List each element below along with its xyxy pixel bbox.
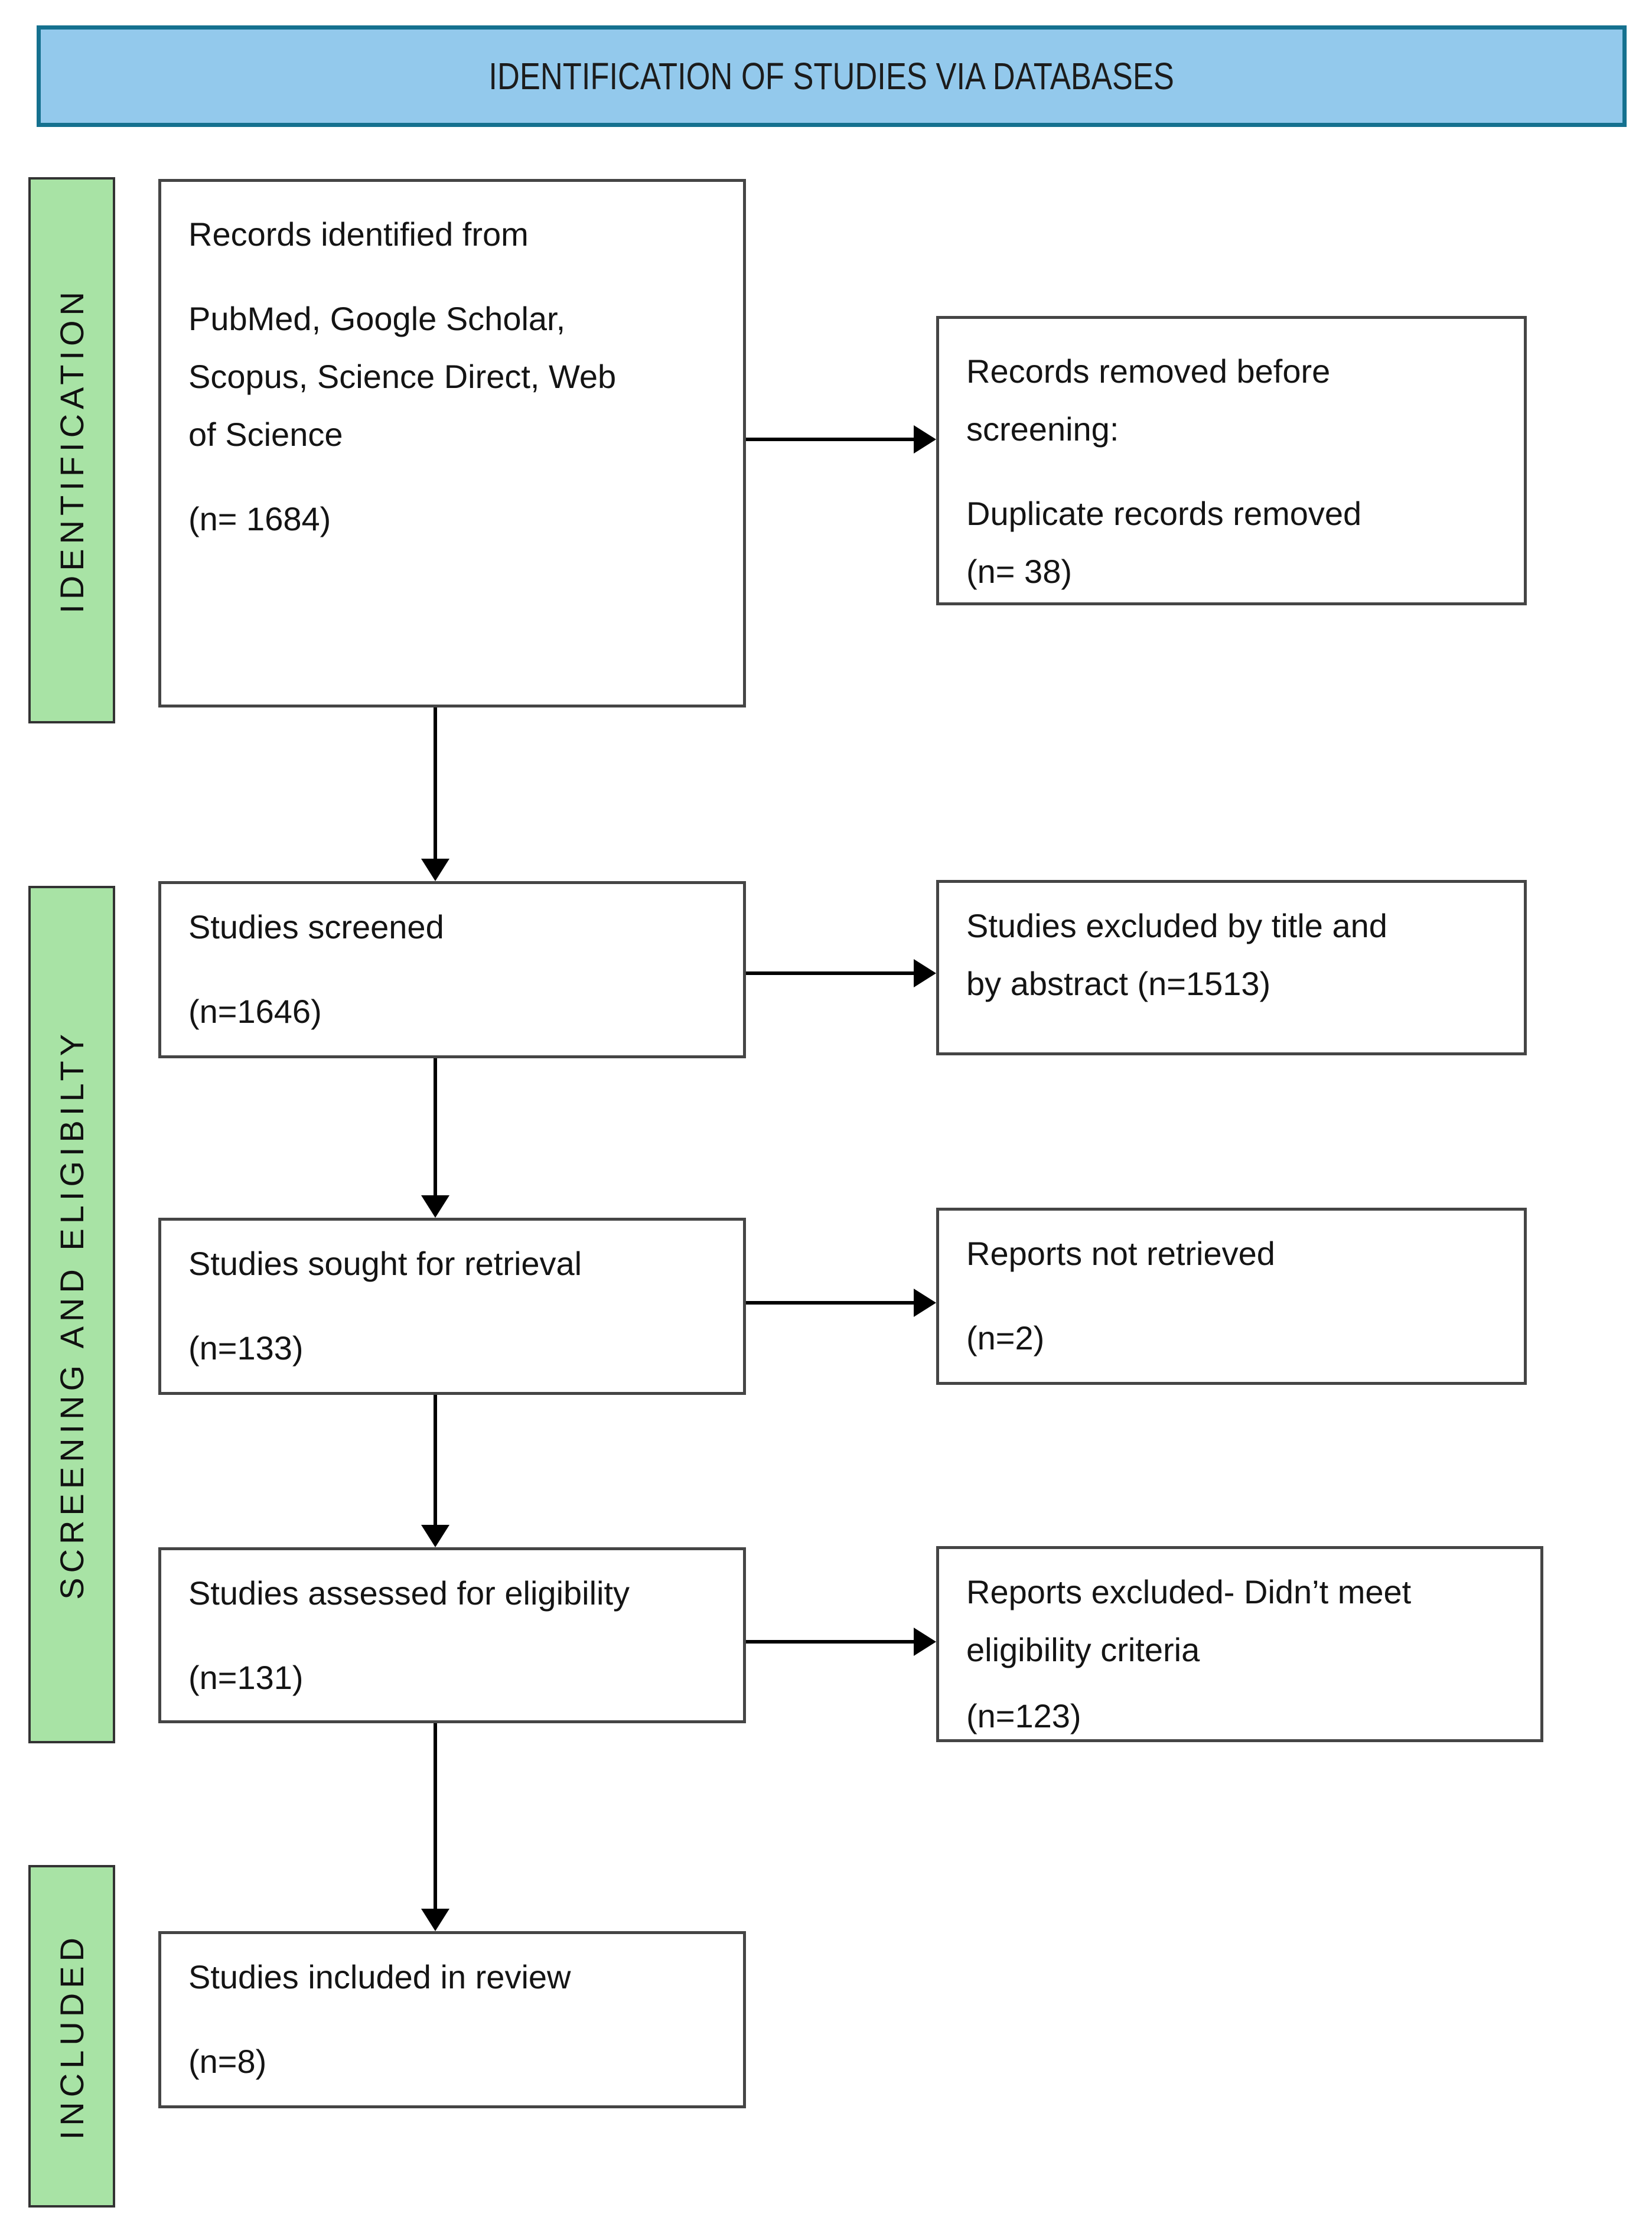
- arrow-right-sought-line: [746, 1301, 914, 1305]
- box-reports-excluded-line: eligibility criteria: [966, 1631, 1200, 1668]
- box-studies-sought-count: (n=133): [188, 1329, 304, 1367]
- arrow-down-to-included-head-icon: [421, 1909, 449, 1931]
- box-studies-screened-count: (n=1646): [188, 993, 322, 1030]
- arrow-down-to-sought-head-icon: [421, 1195, 449, 1218]
- banner: IDENTIFICATION OF STUDIES VIA DATABASES: [37, 25, 1627, 127]
- stage-bar-screening-eligibility: SCREENING AND ELIGIBILTY: [28, 886, 115, 1743]
- box-records-removed-line: Records removed before: [966, 353, 1331, 390]
- stage-label-screening-eligibility: SCREENING AND ELIGIBILTY: [53, 1029, 90, 1600]
- box-studies-included: Studies included in review (n=8): [158, 1931, 746, 2108]
- stage-bar-included: INCLUDED: [28, 1865, 115, 2208]
- box-studies-included-count: (n=8): [188, 2043, 267, 2080]
- stage-label-included: INCLUDED: [53, 1932, 90, 2140]
- box-records-identified-line: of Science: [188, 416, 343, 453]
- box-records-identified-count: (n= 1684): [188, 500, 331, 537]
- arrow-down-to-screened-line: [434, 707, 437, 859]
- box-studies-screened: Studies screened (n=1646): [158, 881, 746, 1058]
- box-records-identified-line: PubMed, Google Scholar,: [188, 300, 566, 337]
- arrow-down-to-included-line: [434, 1723, 437, 1909]
- box-records-identified-line: Records identified from: [188, 216, 529, 253]
- arrow-right-assessed-head-icon: [914, 1628, 936, 1656]
- box-reports-not-retrieved-line: Reports not retrieved: [966, 1235, 1275, 1272]
- box-studies-sought: Studies sought for retrieval (n=133): [158, 1218, 746, 1395]
- arrow-right-identification-head-icon: [914, 425, 936, 454]
- box-studies-sought-line: Studies sought for retrieval: [188, 1245, 582, 1282]
- stage-bar-identification: IDENTIFICATION: [28, 177, 115, 723]
- arrow-down-to-assessed-line: [434, 1395, 437, 1525]
- box-records-removed: Records removed before screening: Duplic…: [936, 316, 1527, 605]
- box-records-removed-line: Duplicate records removed: [966, 495, 1362, 532]
- box-reports-excluded-line: Reports excluded- Didn’t meet: [966, 1573, 1412, 1610]
- box-records-removed-line: screening:: [966, 410, 1119, 448]
- box-reports-excluded: Reports excluded- Didn’t meet eligibilit…: [936, 1546, 1543, 1742]
- box-records-identified: Records identified from PubMed, Google S…: [158, 179, 746, 707]
- arrow-right-screened-line: [746, 971, 914, 975]
- box-studies-excluded-line: Studies excluded by title and: [966, 907, 1387, 944]
- box-studies-assessed-count: (n=131): [188, 1659, 304, 1696]
- box-records-identified-line: Scopus, Science Direct, Web: [188, 358, 617, 395]
- box-studies-screened-line: Studies screened: [188, 908, 444, 945]
- box-reports-not-retrieved: Reports not retrieved (n=2): [936, 1208, 1527, 1385]
- arrow-down-to-assessed-head-icon: [421, 1525, 449, 1547]
- arrow-right-identification-line: [746, 438, 914, 441]
- stage-label-identification: IDENTIFICATION: [53, 287, 90, 614]
- box-records-removed-count: (n= 38): [966, 553, 1072, 590]
- arrow-right-sought-head-icon: [914, 1289, 936, 1317]
- arrow-down-to-sought-line: [434, 1058, 437, 1195]
- box-studies-assessed: Studies assessed for eligibility (n=131): [158, 1547, 746, 1723]
- arrow-down-to-screened-head-icon: [421, 859, 449, 881]
- box-reports-not-retrieved-count: (n=2): [966, 1319, 1045, 1357]
- arrow-right-assessed-line: [746, 1640, 914, 1644]
- box-studies-excluded-line: by abstract (n=1513): [966, 965, 1271, 1002]
- arrow-right-screened-head-icon: [914, 959, 936, 987]
- box-reports-excluded-count: (n=123): [966, 1697, 1081, 1734]
- box-studies-excluded: Studies excluded by title and by abstrac…: [936, 880, 1527, 1055]
- banner-title: IDENTIFICATION OF STUDIES VIA DATABASES: [488, 55, 1175, 97]
- box-studies-included-line: Studies included in review: [188, 1958, 571, 1996]
- box-studies-assessed-line: Studies assessed for eligibility: [188, 1574, 630, 1612]
